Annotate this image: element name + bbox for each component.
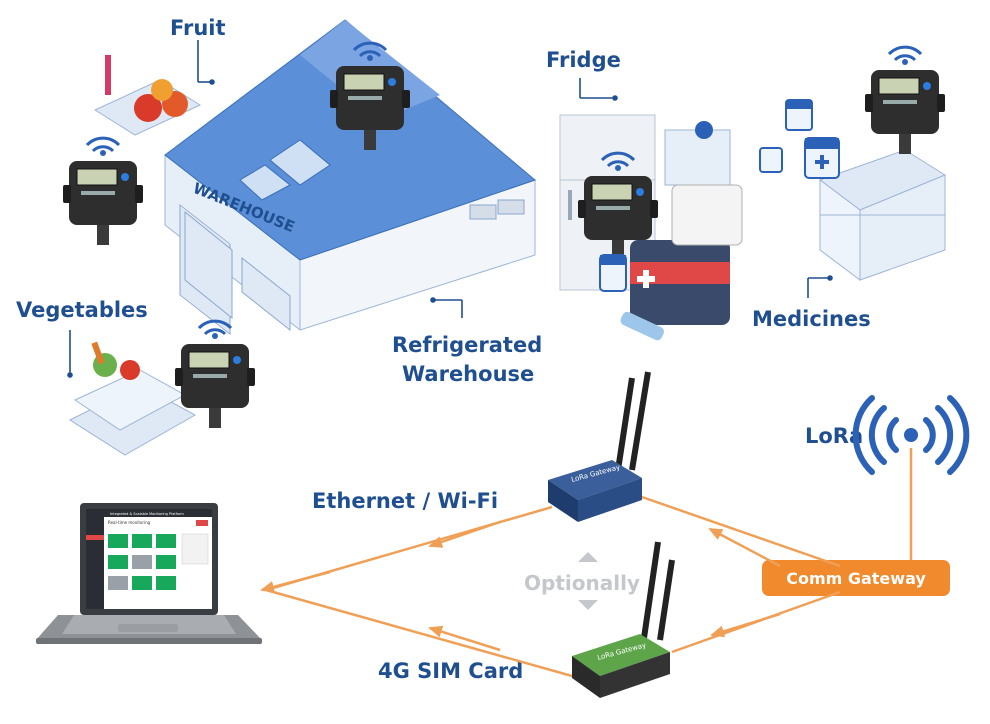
4g-router: LoRa Gateway — [572, 541, 675, 698]
lora-waves-icon — [852, 395, 970, 475]
laptop-dashboard: Integrated & Scalable Monitoring Platfor… — [36, 503, 262, 644]
dashboard-header: Integrated & Scalable Monitoring Platfor… — [110, 512, 184, 516]
comm-gateway-box: Comm Gateway — [762, 560, 950, 596]
medical-cooler-illustration — [599, 184, 743, 341]
label-medicines: Medicines — [752, 307, 871, 331]
medicines-shelf-illustration — [759, 99, 947, 281]
sensor-fruit — [61, 136, 145, 247]
refrigerated-warehouse-building: WAREHOUSE — [164, 19, 536, 335]
label-4g-sim-card: 4G SIM Card — [378, 659, 523, 683]
label-optionally: Optionally — [524, 571, 640, 595]
optionally-up-arrow — [578, 552, 598, 562]
ethernet-wifi-router: LoRa Gateway — [548, 371, 651, 522]
label-fruit: Fruit — [170, 16, 226, 40]
label-leaders — [67, 40, 833, 378]
comm-gateway-label: Comm Gateway — [786, 569, 926, 588]
sensor-medicines — [863, 45, 947, 156]
label-refrigerated-line2: Warehouse — [402, 362, 534, 386]
optionally-down-arrow — [578, 600, 598, 610]
label-refrigerated-line1: Refrigerated — [392, 333, 542, 357]
label-ethernet-wifi: Ethernet / Wi-Fi — [312, 489, 498, 513]
dashboard-title: Real-time monitoring — [108, 520, 151, 525]
vegetables-crate-illustration — [68, 341, 197, 456]
label-vegetables: Vegetables — [16, 298, 148, 322]
fruit-crate-illustration — [93, 55, 202, 136]
connection-arrows — [260, 495, 841, 678]
label-fridge: Fridge — [546, 48, 621, 72]
